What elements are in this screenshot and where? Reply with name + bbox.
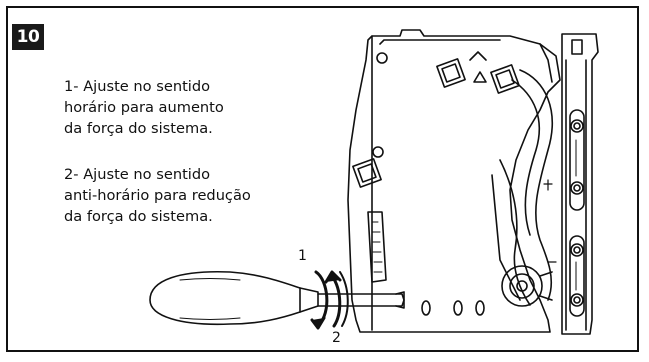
instruction-increase-force: 1- Ajuste no sentido horário para aument… — [64, 78, 224, 137]
adjustment-rail — [561, 33, 599, 335]
hex-boss-2 — [490, 64, 520, 94]
rotation-arrows-icon — [310, 270, 349, 330]
clockwise-label: 1 — [298, 248, 307, 264]
adjustment-wheel — [501, 265, 553, 307]
screwdriver-icon — [149, 270, 405, 326]
mechanism-body — [347, 29, 561, 333]
counterclockwise-label: 2 — [332, 330, 341, 346]
hex-boss-1 — [436, 58, 466, 88]
step-number-badge: 10 — [12, 24, 44, 50]
instruction-decrease-force: 2- Ajuste no sentido anti-horário para r… — [64, 166, 251, 225]
hex-boss-3 — [352, 158, 382, 188]
